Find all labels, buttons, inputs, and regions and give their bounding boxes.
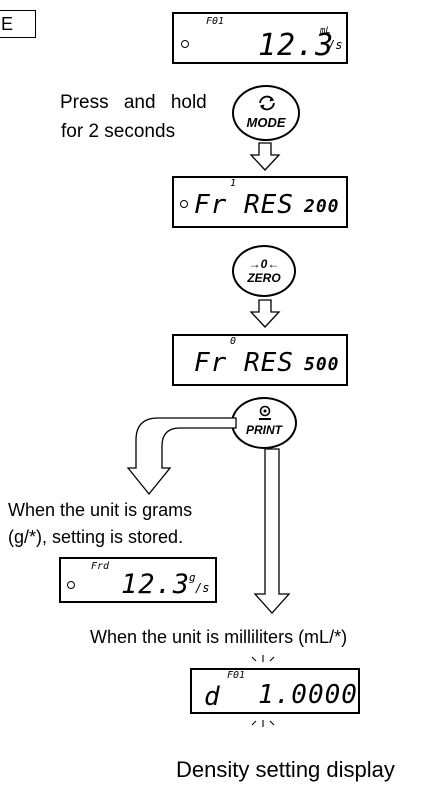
function-indicator: Frd [91, 561, 110, 572]
lcd-display-fr-res-1: 1 Fr RES 200 [172, 176, 348, 228]
display-letter: d [204, 682, 221, 712]
unit-bottom: /s [328, 38, 343, 52]
grams-note-line-1: When the unit is grams [8, 500, 193, 520]
print-button-label: PRINT [246, 423, 282, 437]
mode-button-label: MODE [246, 115, 286, 130]
mode-button[interactable]: MODE [232, 85, 300, 141]
print-icon [259, 405, 271, 420]
function-indicator: F01 [206, 16, 225, 27]
display-value: 1.0000 [258, 680, 358, 710]
display-value: 12.3 [258, 28, 335, 63]
indicator-dot [181, 40, 189, 48]
caption: Density setting display [176, 757, 395, 782]
display-value: 500 [304, 354, 340, 375]
down-arrow-icon [249, 299, 281, 328]
zero-button-label: ZERO [247, 271, 281, 285]
rotate-icon [259, 95, 275, 111]
unit-bottom: /s [195, 581, 210, 595]
indicator-dot [67, 581, 75, 589]
zero-button[interactable]: →0← ZERO [232, 245, 296, 297]
grams-note-line-2: (g/*), setting is stored. [8, 527, 184, 547]
unit-top: g [189, 571, 196, 584]
unit-top: mL [320, 26, 331, 36]
long-down-arrow-icon [253, 448, 291, 614]
milliliters-note: When the unit is milliliters (mL/*) [90, 627, 348, 647]
lcd-display-density: F01 d 1.0000 [190, 668, 360, 714]
display-main: Fr RES [194, 190, 294, 220]
display-main: Fr RES [194, 348, 294, 378]
lcd-display-fr-res-0: 0 Fr RES 500 [172, 334, 348, 386]
display-value: 12.3 [121, 569, 191, 600]
function-indicator: F01 [227, 670, 246, 681]
instruction-line-2: for 2 seconds [61, 121, 176, 142]
down-arrow-icon [249, 142, 281, 171]
corner-box-text: E [1, 14, 14, 34]
indicator-dot [180, 200, 188, 208]
instruction-line-1: Press and hold [60, 92, 207, 113]
corner-box: E [0, 10, 36, 38]
zero-arrows-icon: →0← [248, 257, 280, 271]
function-indicator: 0 [230, 336, 237, 347]
left-branch-arrow-icon [126, 417, 237, 496]
function-indicator: 1 [230, 178, 237, 189]
print-button[interactable]: PRINT [231, 397, 297, 449]
lcd-display-flow-rate: F01 12.3 mL /s [172, 12, 348, 64]
display-value: 200 [304, 196, 340, 217]
lcd-display-grams: Frd 12.3 g /s [59, 557, 217, 603]
